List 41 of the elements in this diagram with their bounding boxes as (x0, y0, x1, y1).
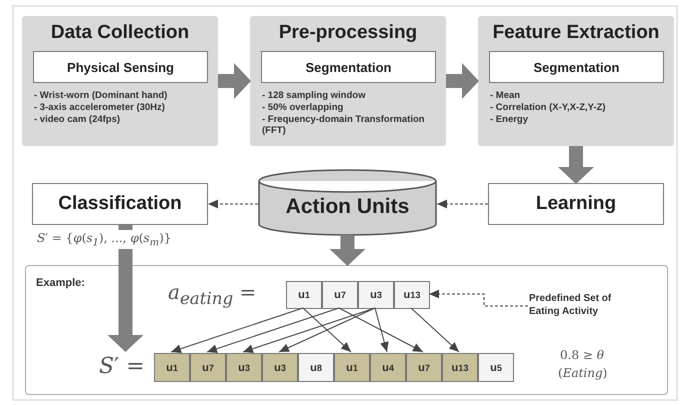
arrow (302, 308, 352, 352)
process-box: Segmentation (261, 51, 436, 83)
math-expression: 0.8 ≥ θ (560, 348, 604, 362)
block-arrow (218, 63, 251, 99)
bullet-item: - Wrist-worn (Dominant hand) (34, 90, 168, 101)
bullet-item: - 50% overlapping (262, 102, 344, 113)
example-heading: Example: (36, 277, 85, 289)
bullet-item: - Frequency-domain Transformation (FFT) (262, 114, 426, 136)
math-expression: a$_{eating}$ = (168, 280, 256, 308)
math-expression: (Eating) (558, 366, 608, 380)
example-panel (25, 265, 668, 395)
math-symbol: S′ = (99, 352, 154, 382)
arrow (278, 308, 376, 352)
stage-heading: Data Collection (50, 22, 190, 44)
bullet-item: - Mean (490, 90, 522, 101)
bullet-item: - 3-axis accelerometer (30Hz) (34, 102, 166, 113)
bullet-item: - Correlation (X-Y,X-Z,Y-Z) (490, 102, 607, 113)
bullet-item: - Energy (490, 114, 530, 125)
block-arrow (558, 146, 594, 184)
stage-panel (22, 16, 218, 146)
stage-panel (478, 16, 674, 146)
arrow (338, 308, 424, 352)
process-box: Classification (32, 183, 208, 225)
arrow (374, 308, 389, 352)
database-label: Action Units (284, 195, 410, 219)
dashed-arrow (208, 200, 258, 208)
stage-heading: Feature Extraction (492, 22, 660, 44)
block-arrow (330, 235, 366, 266)
stage-heading: Pre-processing (278, 22, 418, 44)
stage-panel (250, 16, 446, 146)
block-arrow (108, 225, 144, 352)
arrow (410, 308, 460, 352)
process-box: Learning (488, 183, 664, 225)
bullet-item: - 128 sampling window (262, 90, 366, 101)
bullet-item: - video cam (24fps) (34, 114, 122, 125)
dashed-arrow (428, 290, 528, 306)
dashed-arrow (436, 200, 488, 208)
process-box: Segmentation (489, 51, 664, 83)
block-arrow (446, 63, 479, 99)
process-box: Physical Sensing (33, 51, 208, 83)
annotation-text: Predefined Set of Eating Activity (529, 292, 639, 322)
